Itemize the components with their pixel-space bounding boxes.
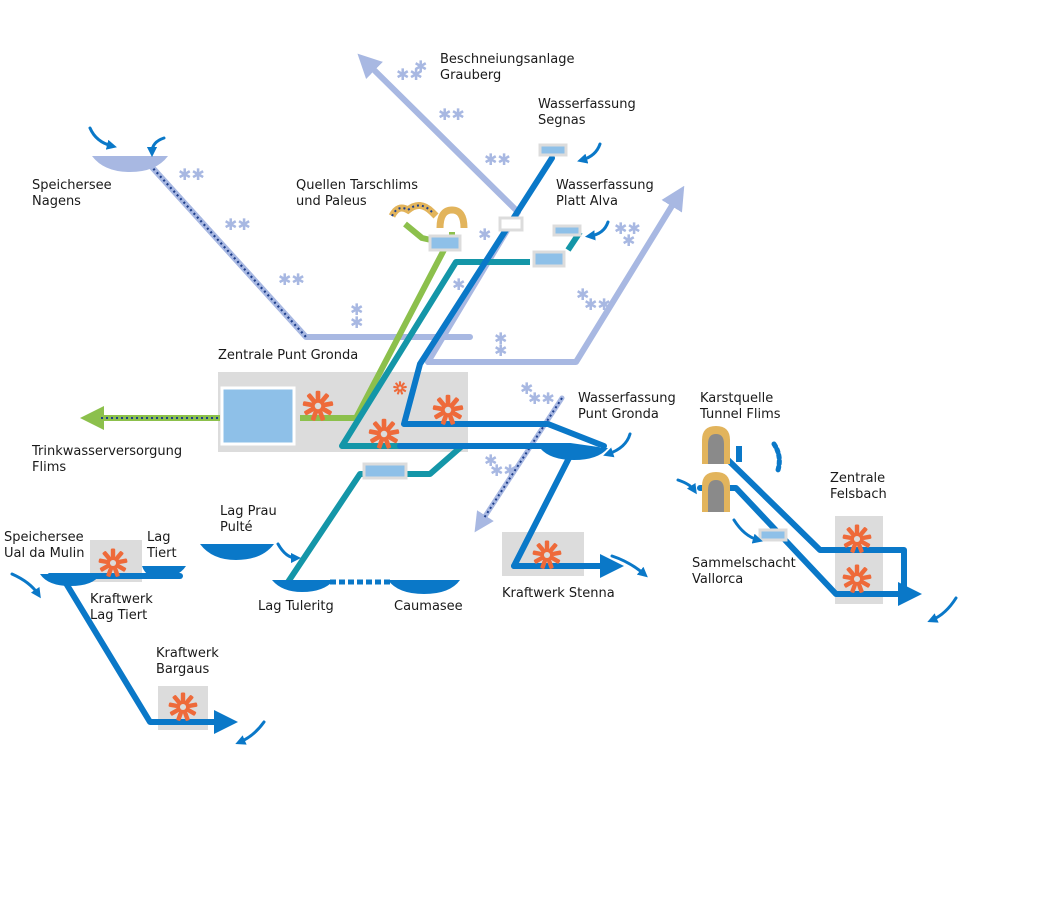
- karst-spring-portals: [702, 426, 742, 512]
- label-line: Speichersee: [32, 178, 112, 193]
- svg-text:✱✱: ✱✱: [484, 150, 511, 169]
- label-zentrale-punt-gronda: Zentrale Punt Gronda: [218, 348, 358, 364]
- label-line: Felsbach: [830, 487, 887, 502]
- label-line: Wasserfassung: [556, 178, 654, 193]
- label-line: Bargaus: [156, 662, 210, 677]
- svg-text:✱: ✱: [478, 225, 491, 244]
- svg-text:✱✱: ✱✱: [528, 389, 555, 408]
- label-kraftwerk-stenna: Kraftwerk Stenna: [502, 586, 615, 602]
- label-line: Zentrale Punt Gronda: [218, 348, 359, 363]
- label-line: Speichersee: [4, 530, 84, 545]
- punt-gronda-tank: [220, 386, 296, 446]
- label-line: Zentrale: [830, 471, 886, 486]
- label-line: Tiert: [147, 546, 177, 561]
- label-lag-prau-pulte: Lag Prau Pulté: [220, 504, 277, 536]
- label-line: Kraftwerk Stenna: [502, 586, 615, 601]
- label-line: Sammelschacht: [692, 556, 796, 571]
- label-line: Wasserfassung: [538, 97, 636, 112]
- svg-text:✱: ✱: [414, 57, 427, 76]
- label-speichersee-nagens: Speichersee Nagens: [32, 178, 112, 210]
- svg-text:✱✱: ✱✱: [178, 165, 205, 184]
- snowmaking-pipes: [147, 53, 685, 365]
- svg-text:✱✱: ✱✱: [438, 105, 465, 124]
- label-wasserfassung-punt-gronda: Wasserfassung Punt Gronda: [578, 391, 676, 423]
- label-line: Lag Tuleritg: [258, 599, 334, 614]
- label-line: Grauberg: [440, 68, 502, 83]
- svg-text:✱: ✱: [350, 313, 363, 332]
- label-kraftwerk-lag-tiert: Kraftwerk Lag Tiert: [90, 592, 153, 624]
- svg-text:✱✱: ✱✱: [224, 215, 251, 234]
- svg-text:✱: ✱: [576, 285, 589, 304]
- label-quellen-tarschlims: Quellen Tarschlims und Paleus: [296, 178, 418, 210]
- springs-tarschlims: [388, 202, 468, 229]
- svg-text:✱: ✱: [494, 341, 507, 360]
- label-wasserfassung-segnas: Wasserfassung Segnas: [538, 97, 636, 129]
- svg-text:✱: ✱: [484, 451, 497, 470]
- label-line: und Paleus: [296, 194, 367, 209]
- svg-text:✱✱: ✱✱: [614, 219, 641, 238]
- label-caumasee: Caumasee: [394, 599, 463, 615]
- svg-text:✱: ✱: [622, 231, 635, 250]
- label-trinkwasserversorgung: Trinkwasserversorgung Flims: [32, 444, 182, 476]
- label-line: Ual da Mulin: [4, 546, 85, 561]
- label-line: Lag: [147, 530, 171, 545]
- label-line: Platt Alva: [556, 194, 618, 209]
- label-line: Pulté: [220, 520, 253, 535]
- label-lag-tuleritg: Lag Tuleritg: [258, 599, 334, 615]
- label-line: Kraftwerk: [156, 646, 219, 661]
- svg-text:✱✱: ✱✱: [396, 65, 423, 84]
- label-line: Nagens: [32, 194, 81, 209]
- dotted-link-stenna-inner: [483, 397, 563, 519]
- label-line: Karstquelle: [700, 391, 774, 406]
- label-line: Kraftwerk: [90, 592, 153, 607]
- label-line: Trinkwasserversorgung: [32, 444, 183, 459]
- svg-text:✱: ✱: [350, 300, 363, 319]
- label-line: Segnas: [538, 113, 586, 128]
- snowflake-markers: ✱✱✱ ✱✱ ✱✱ ✱✱ ✱✱ ✱✱ ✱✱ ✱ ✱ ✱✱✱ ✱✱✱ ✱✱ ✱✱✱…: [178, 57, 641, 480]
- label-lag-tiert: Lag Tiert: [147, 530, 177, 562]
- label-line: Flims: [32, 460, 67, 475]
- label-line: Tunnel Flims: [700, 407, 781, 422]
- label-line: Vallorca: [692, 572, 744, 587]
- label-sammelschacht-vallorca: Sammelschacht Vallorca: [692, 556, 796, 588]
- label-line: Punt Gronda: [578, 407, 659, 422]
- svg-text:✱: ✱: [520, 379, 533, 398]
- flow-arrows: [10, 126, 958, 745]
- label-line: Lag Prau: [220, 504, 277, 519]
- label-line: Lag Tiert: [90, 608, 148, 623]
- svg-text:✱✱: ✱✱: [584, 295, 611, 314]
- label-line: Quellen Tarschlims: [296, 178, 418, 193]
- label-line: Caumasee: [394, 599, 463, 614]
- nagens-dotted-pipe: [149, 164, 307, 338]
- label-karstquelle: Karstquelle Tunnel Flims: [700, 391, 781, 423]
- label-kraftwerk-bargaus: Kraftwerk Bargaus: [156, 646, 219, 678]
- label-line: Beschneiungsanlage: [440, 52, 575, 67]
- svg-text:✱: ✱: [452, 275, 465, 294]
- label-beschneiungsanlage: Beschneiungsanlage Grauberg: [440, 52, 574, 84]
- svg-text:✱✱: ✱✱: [278, 270, 305, 289]
- label-zentrale-felsbach: Zentrale Felsbach: [830, 471, 887, 503]
- label-line: Wasserfassung: [578, 391, 676, 406]
- label-speichersee-ual-da-mulin: Speichersee Ual da Mulin: [4, 530, 85, 562]
- svg-text:✱: ✱: [494, 329, 507, 348]
- label-wasserfassung-platt-alva: Wasserfassung Platt Alva: [556, 178, 654, 210]
- lakes: [40, 156, 608, 594]
